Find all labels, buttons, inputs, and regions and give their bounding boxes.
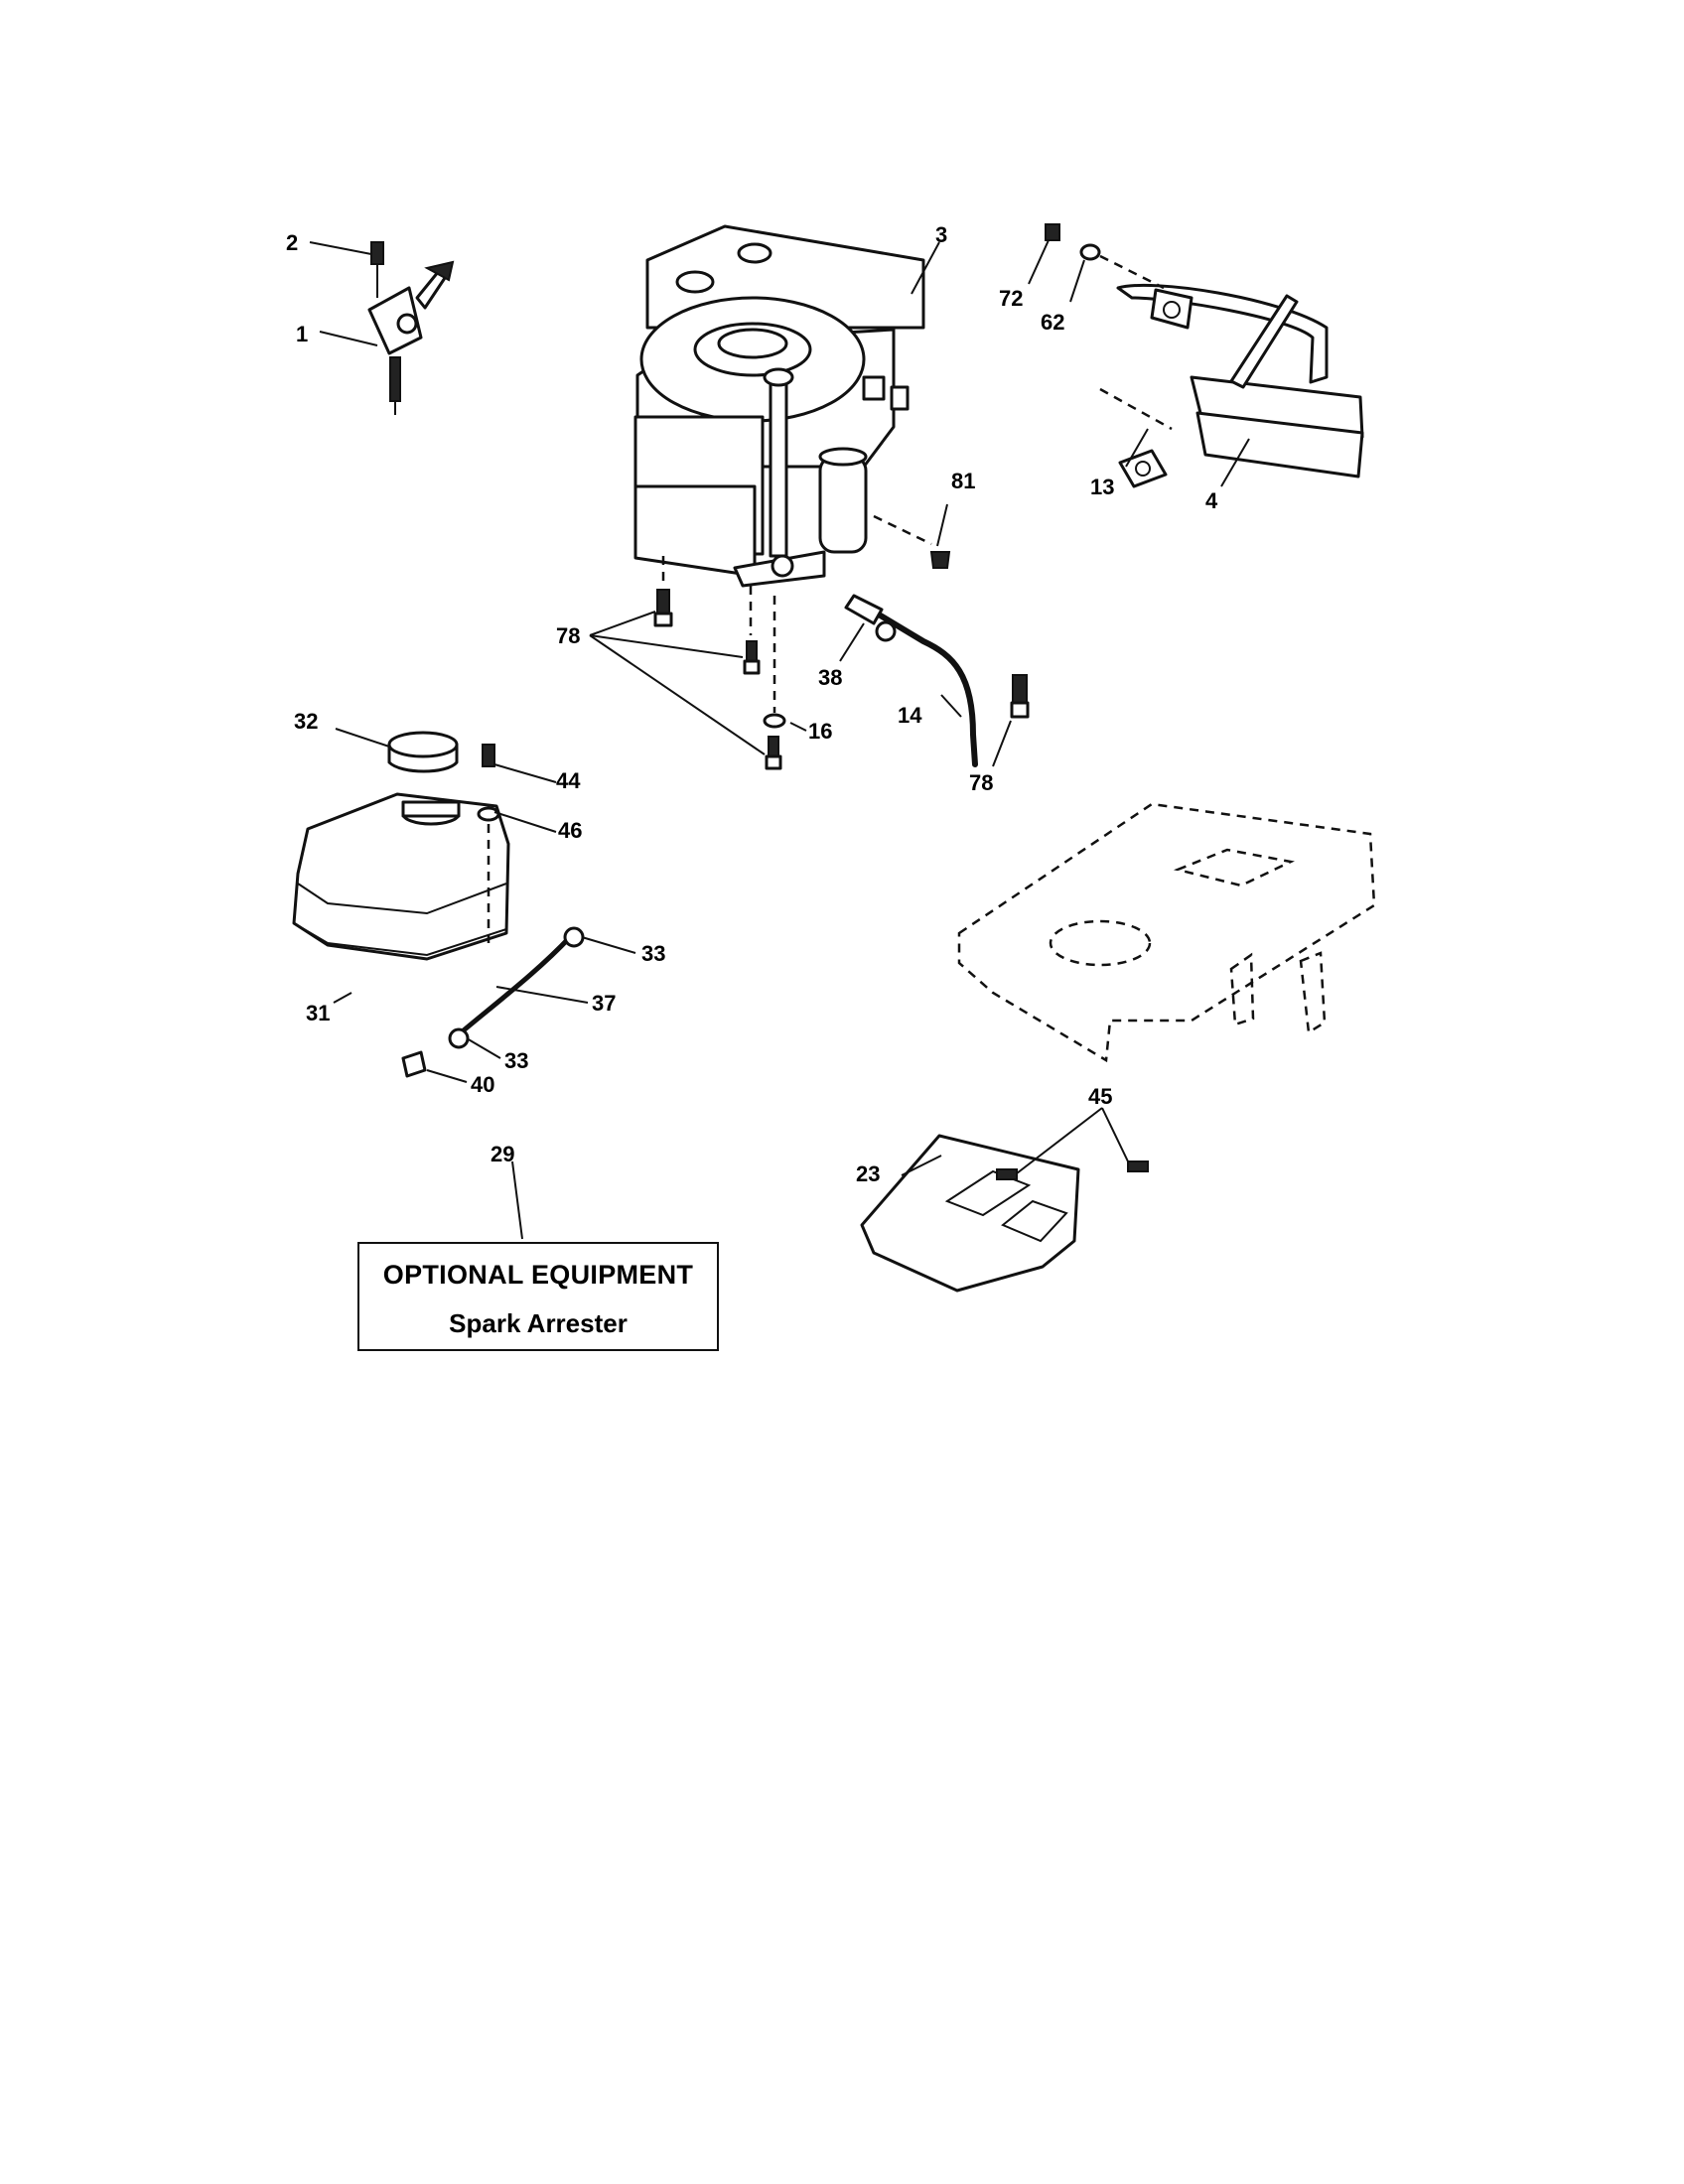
callout-81: 81: [951, 469, 975, 493]
optional-equipment-box: OPTIONAL EQUIPMENT Spark Arrester: [357, 1242, 719, 1351]
callout-44: 44: [556, 768, 581, 793]
leader-lines: [309, 239, 1250, 1240]
optional-equipment-title: OPTIONAL EQUIPMENT: [382, 1260, 694, 1290]
fuel-tank-part: [292, 731, 585, 1078]
callout-40: 40: [471, 1072, 494, 1097]
callout-13: 13: [1090, 475, 1114, 499]
callout-78-fitting: 78: [969, 770, 993, 795]
callout-14: 14: [898, 703, 922, 728]
spark-arrester-label: Spark Arrester: [449, 1308, 628, 1338]
callout-72: 72: [999, 286, 1023, 311]
callout-78-group: 78: [556, 623, 580, 648]
callout-2: 2: [286, 230, 298, 255]
callout-32: 32: [294, 709, 318, 734]
callout-labels: 2 1 3 72 62 13 4 81 78 38 16 14 78 32 44…: [286, 222, 1218, 1186]
callout-16: 16: [808, 719, 832, 744]
callout-37: 37: [592, 991, 616, 1016]
callout-31: 31: [306, 1001, 330, 1025]
callout-45: 45: [1088, 1084, 1112, 1109]
callout-33-top: 33: [641, 941, 665, 966]
muffler-part: [1045, 223, 1364, 488]
callout-4: 4: [1205, 488, 1218, 513]
throttle-control-part: [367, 241, 455, 415]
callout-23: 23: [856, 1161, 880, 1186]
callout-33-bottom: 33: [504, 1048, 528, 1073]
callout-3: 3: [935, 222, 947, 247]
frame-part: [957, 802, 1376, 1063]
callout-62: 62: [1041, 310, 1064, 335]
heat-shield-part: [860, 1134, 1149, 1293]
callout-29: 29: [491, 1142, 514, 1166]
callout-46: 46: [558, 818, 582, 843]
callout-38: 38: [818, 665, 842, 690]
callout-1: 1: [296, 322, 308, 346]
fuel-line-part: [653, 514, 1030, 770]
engine-part: [633, 224, 925, 588]
